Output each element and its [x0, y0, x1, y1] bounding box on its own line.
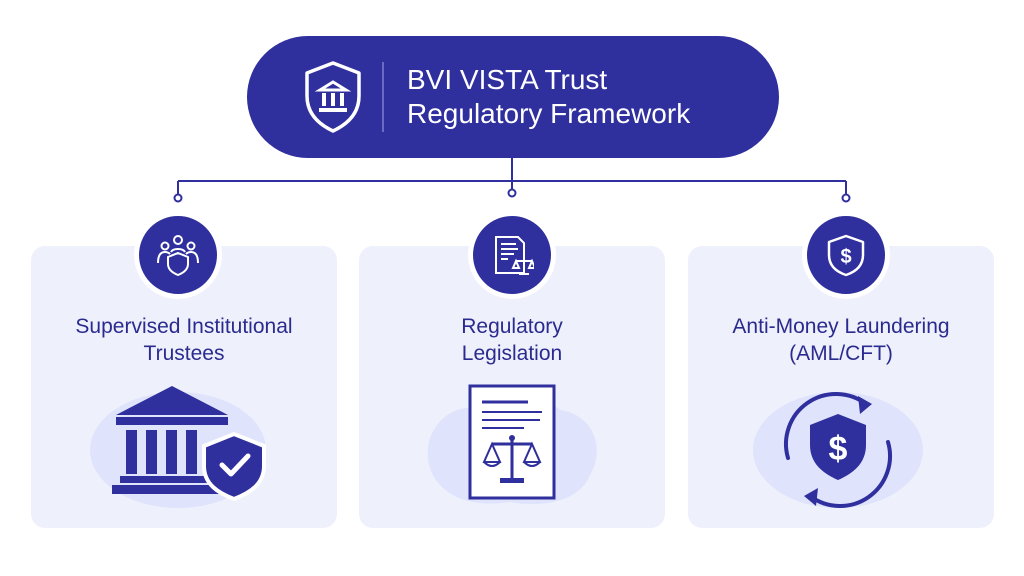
svg-text:$: $: [829, 430, 848, 468]
root-divider: [382, 62, 384, 132]
card-title-line1: Regulatory: [461, 315, 563, 338]
people-shield-icon: [157, 235, 199, 277]
dollar-shield-icon: $: [827, 234, 865, 277]
legal-document-scales-icon: [427, 384, 597, 505]
card-title-supervised-trustees: Supervised Institutional Trustees: [31, 313, 337, 367]
root-title-line1: BVI VISTA Trust: [407, 64, 608, 95]
document-scales-icon: [495, 236, 534, 275]
card-title-aml-cft: Anti-Money Laundering (AML/CFT): [688, 313, 994, 367]
root-title: BVI VISTA Trust Regulatory Framework: [407, 63, 690, 131]
card-title-line2: Trustees: [143, 342, 225, 365]
card-title-line2: (AML/CFT): [789, 342, 893, 365]
card-title-line2: Legislation: [461, 342, 563, 365]
badge-dollar-shield: $: [802, 211, 890, 299]
card-title-line1: Supervised Institutional: [75, 315, 293, 338]
badge-document-scales: [468, 211, 556, 299]
root-title-line2: Regulatory Framework: [407, 98, 691, 129]
svg-text:$: $: [840, 246, 851, 268]
bank-shield-icon: [305, 61, 361, 133]
bank-building-check-shield-icon: [90, 386, 266, 508]
dollar-shield-cycle-arrows-icon: $: [753, 392, 923, 508]
card-title-regulatory-legislation: Regulatory Legislation: [359, 313, 665, 367]
root-node: BVI VISTA Trust Regulatory Framework: [247, 36, 779, 158]
badge-people-shield: [134, 211, 222, 299]
card-title-line1: Anti-Money Laundering: [732, 315, 950, 338]
